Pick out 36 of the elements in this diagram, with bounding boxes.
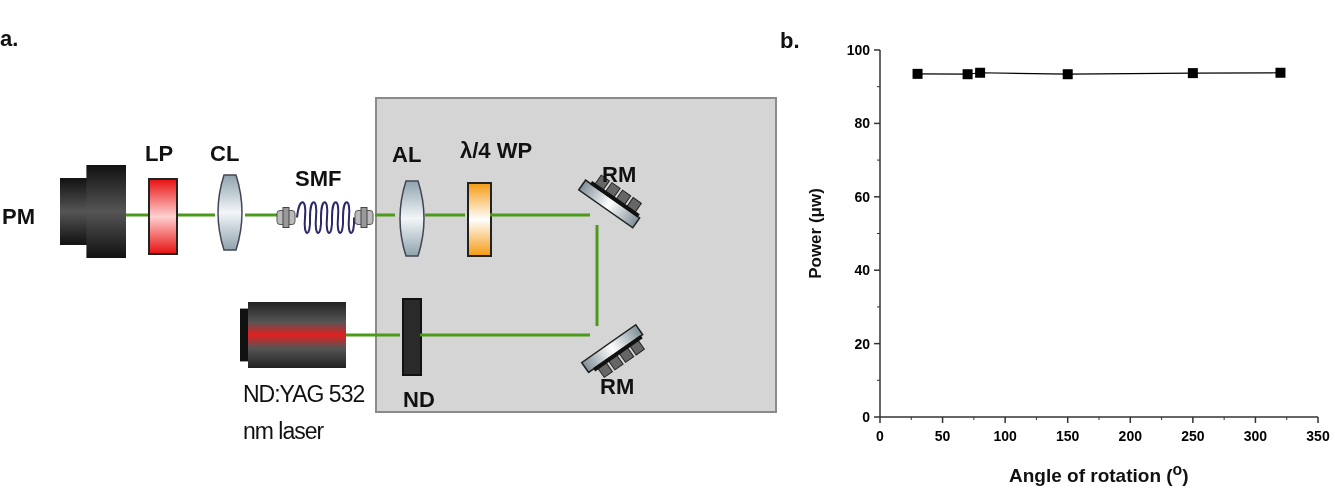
component-label: SMF xyxy=(295,168,342,190)
beam-line xyxy=(375,213,395,217)
beam-line xyxy=(178,213,215,217)
tick-label: 150 xyxy=(1056,428,1080,444)
panel-label: a. xyxy=(0,28,19,50)
beam-line xyxy=(346,333,400,337)
tick-label: 300 xyxy=(1243,428,1268,444)
tick-label: 350 xyxy=(1306,428,1330,444)
panel-label: b. xyxy=(780,30,800,52)
tick-label: 0 xyxy=(862,409,870,425)
tick-label: 60 xyxy=(854,188,870,205)
tick-label: 80 xyxy=(854,115,870,132)
tick-label: 250 xyxy=(1181,428,1205,444)
beam-line xyxy=(595,225,599,326)
component-label: λ/4 WP xyxy=(460,140,533,162)
tick-label: 100 xyxy=(846,42,870,58)
beam-line xyxy=(425,213,465,217)
enclosure-box xyxy=(375,97,777,413)
beam-line xyxy=(245,213,277,217)
component-label: PM xyxy=(2,206,35,228)
component-label: RM xyxy=(600,376,635,398)
component-label: CL xyxy=(210,143,240,165)
tick-label: 0 xyxy=(876,428,884,444)
axis-title: Power (μw) xyxy=(806,187,824,279)
tick-label: 50 xyxy=(934,428,951,444)
component-label: ND xyxy=(403,389,435,411)
component-label: AL xyxy=(392,144,422,166)
beam-line xyxy=(126,213,148,217)
caption-label: ND:YAG 532 nm laser xyxy=(243,380,366,446)
tick-label: 40 xyxy=(854,262,870,279)
tick-label: 20 xyxy=(854,335,870,352)
component-label: LP xyxy=(145,143,174,165)
axis-title: Angle of rotation ($^{o}$) xyxy=(1009,462,1189,486)
tick-label: 100 xyxy=(993,428,1017,444)
component-label: RM xyxy=(602,164,637,186)
tick-label: 200 xyxy=(1118,428,1142,444)
